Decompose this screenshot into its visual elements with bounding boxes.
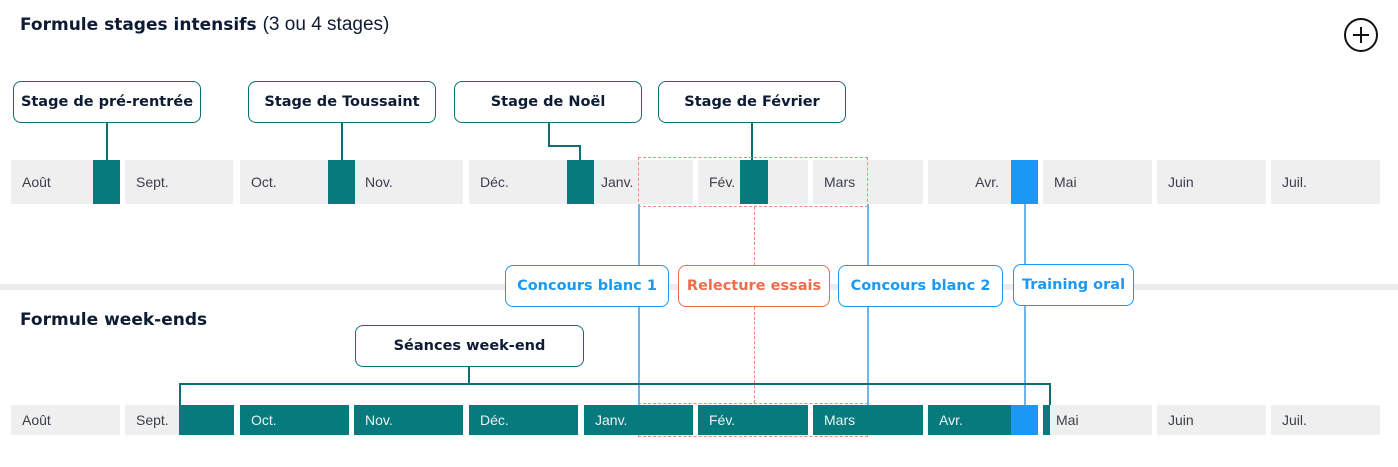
- concours-line: [867, 307, 869, 405]
- month-cell-top: Nov.: [354, 160, 463, 204]
- oral-marker: [1011, 405, 1038, 435]
- stage-marker: [328, 160, 355, 204]
- concours-line: [867, 204, 869, 266]
- month-cell-top: Fév.: [698, 160, 740, 204]
- stage-box-fevrier: Stage de Février: [658, 81, 846, 123]
- month-cell-bottom: Oct.: [240, 405, 349, 435]
- essais-connector: [754, 207, 755, 265]
- month-cell-bottom: Juin: [1157, 405, 1266, 435]
- event-relecture-essais: Relecture essais: [678, 265, 830, 307]
- month-cell-top: Mars: [813, 160, 923, 204]
- month-cell-top: Déc.: [469, 160, 567, 204]
- plus-circle-icon[interactable]: [1344, 18, 1378, 52]
- event-concours-blanc-2: Concours blanc 2: [838, 265, 1003, 307]
- month-cell-bottom: Mai: [1050, 405, 1152, 435]
- month-cell-top: Juin: [1157, 160, 1266, 204]
- weekend-fill: [179, 405, 234, 435]
- stage-box-pre-rentree: Stage de pré-rentrée: [13, 81, 201, 123]
- oral-marker: [1011, 160, 1038, 204]
- essais-connector: [754, 307, 755, 403]
- connector-line: [579, 145, 581, 160]
- stage-marker: [740, 160, 768, 204]
- connector-line: [106, 122, 108, 160]
- section-title-intensifs-text: Formule stages intensifs: [20, 15, 257, 35]
- month-cell-top: Sept.: [125, 160, 233, 204]
- month-cell-bottom: Déc.: [469, 405, 578, 435]
- month-cell-bottom: Janv.: [584, 405, 693, 435]
- month-cell-bottom: Avr.: [928, 405, 1011, 435]
- essais-region-top: [638, 157, 868, 207]
- connector-line: [548, 145, 580, 147]
- stage-box-noel: Stage de Noël: [454, 81, 642, 123]
- stage-box-toussaint: Stage de Toussaint: [248, 81, 436, 123]
- month-cell-bottom: Fév.: [698, 405, 808, 435]
- month-cell-top: Juil.: [1271, 160, 1380, 204]
- month-cell-bottom: Nov.: [354, 405, 463, 435]
- month-cell-bottom: Mars: [813, 405, 923, 435]
- month-cell-bottom: Juil.: [1271, 405, 1380, 435]
- connector-line: [341, 122, 343, 160]
- month-cell-top: Avr.: [928, 160, 1011, 204]
- month-cell-top: Janv.: [594, 160, 693, 204]
- connector-line: [548, 122, 550, 146]
- month-cell-top: Août: [11, 160, 93, 204]
- bracket-line: [179, 383, 1050, 385]
- bracket-line: [468, 367, 470, 384]
- connector-line: [751, 122, 753, 160]
- event-training-oral: Training oral: [1013, 264, 1134, 306]
- section-title-intensifs: Formule stages intensifs (3 ou 4 stages): [20, 14, 389, 36]
- section-subtitle-intensifs: (3 ou 4 stages): [262, 14, 390, 35]
- bracket-line: [179, 383, 181, 407]
- oral-line: [1024, 306, 1026, 405]
- stage-marker: [93, 160, 120, 204]
- weekend-fill: [1043, 405, 1050, 435]
- month-cell-top: Mai: [1043, 160, 1152, 204]
- event-concours-blanc-1: Concours blanc 1: [505, 265, 669, 307]
- concours-line: [638, 307, 640, 405]
- month-cell-bottom: Août: [11, 405, 120, 435]
- month-cell-top: Oct.: [240, 160, 328, 204]
- oral-line: [1024, 204, 1026, 264]
- month-cell-bottom: Sept.: [125, 405, 179, 435]
- stage-marker: [567, 160, 594, 204]
- weekend-sessions-box: Séances week-end: [355, 325, 584, 367]
- concours-line: [638, 204, 640, 266]
- section-title-weekends: Formule week-ends: [20, 310, 208, 330]
- bracket-line: [1049, 383, 1051, 407]
- month-cell-top-rest: [768, 160, 808, 204]
